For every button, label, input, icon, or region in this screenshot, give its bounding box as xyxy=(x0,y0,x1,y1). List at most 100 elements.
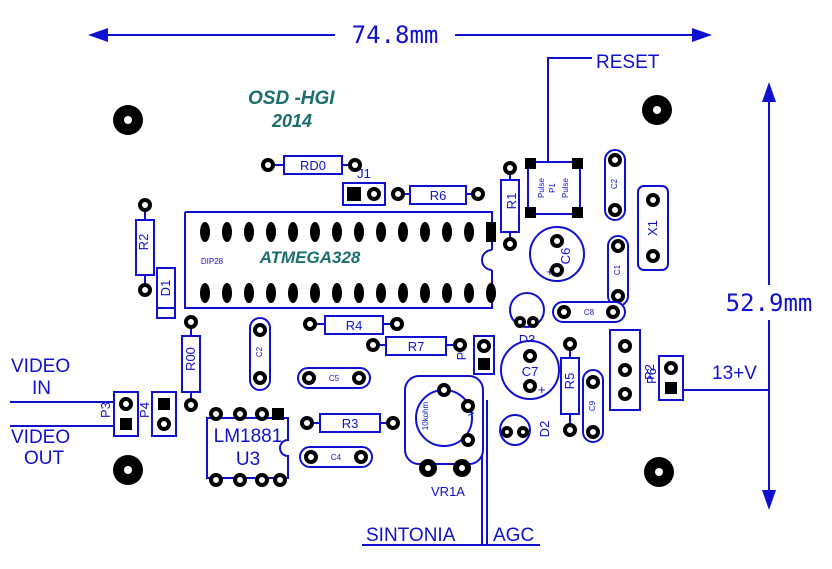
svg-text:IN: IN xyxy=(32,378,51,399)
svg-text:VIDEO: VIDEO xyxy=(11,427,70,448)
dip-pad xyxy=(266,222,276,242)
dip-pad xyxy=(398,222,408,242)
dip-pad xyxy=(310,283,320,303)
dip-pad xyxy=(354,222,364,242)
dip-pad xyxy=(376,222,386,242)
svg-text:R5: R5 xyxy=(562,373,577,390)
svg-text:Pulse: Pulse xyxy=(537,177,546,198)
ic-lm1881: LM1881 U3 xyxy=(206,407,289,487)
height-label: 52.9mm xyxy=(726,289,813,317)
svg-text:J1: J1 xyxy=(357,166,371,181)
jumper-j1: J1 xyxy=(342,166,386,206)
svg-text:R00: R00 xyxy=(183,347,198,371)
potentiometer-vr1a: 10kohm VR1 VR1A xyxy=(404,375,484,499)
svg-text:C8: C8 xyxy=(584,308,595,317)
video-io: VIDEO IN VIDEO OUT xyxy=(10,356,114,469)
header-p2: P2 xyxy=(609,329,657,411)
svg-text:P1: P1 xyxy=(548,183,557,193)
svg-text:U3: U3 xyxy=(236,449,260,470)
height-dimension: 52.9mm xyxy=(726,82,813,510)
svg-text:R4: R4 xyxy=(346,318,363,333)
resistor-r00: R00 xyxy=(181,315,201,412)
resistor-r2: R2 xyxy=(135,198,155,297)
project-title: OSD -HGI xyxy=(248,88,335,109)
diode-d2: D2 xyxy=(499,414,552,446)
svg-text:R6: R6 xyxy=(430,188,447,203)
capacitor-c8: C8 xyxy=(552,301,626,323)
svg-text:OUT: OUT xyxy=(24,448,65,469)
dip-pad xyxy=(244,222,254,242)
dip-pad xyxy=(486,283,496,303)
svg-text:R2: R2 xyxy=(136,234,151,251)
resistor-r5: R5 xyxy=(560,337,580,437)
dip-pad xyxy=(222,222,232,242)
capacitor-c6: C6 + xyxy=(529,226,585,282)
width-dimension: 74.8mm xyxy=(88,21,712,49)
diode-d3: D3 xyxy=(509,292,545,347)
dip-pad xyxy=(288,222,298,242)
width-label: 74.8mm xyxy=(352,21,439,49)
svg-text:P: P xyxy=(454,352,469,361)
dip-pad xyxy=(486,222,496,242)
dip-pad xyxy=(442,222,452,242)
svg-text:+: + xyxy=(546,264,554,279)
svg-text:P6: P6 xyxy=(644,368,659,384)
svg-text:C2: C2 xyxy=(610,178,619,189)
dip-pad xyxy=(222,283,232,303)
dip-pad xyxy=(442,283,452,303)
svg-text:VR1A: VR1A xyxy=(431,484,465,499)
svg-text:D2: D2 xyxy=(537,421,552,438)
resistor-rd0: RD0 xyxy=(261,155,362,175)
reset-label: RESET xyxy=(596,52,660,73)
svg-text:P4: P4 xyxy=(137,402,152,418)
sintonia-label: SINTONIA xyxy=(366,525,456,546)
capacitor-c4: C4 xyxy=(299,446,373,468)
dip-pad xyxy=(420,222,430,242)
dip-pad xyxy=(420,283,430,303)
pot-labels: SINTONIA AGC xyxy=(362,400,540,546)
dip-pad xyxy=(398,283,408,303)
svg-text:C5: C5 xyxy=(329,374,340,383)
svg-text:VIDEO: VIDEO xyxy=(11,356,70,377)
reset-pushbutton: Pulse P1 Pulse xyxy=(525,158,583,218)
capacitor-c1: C1 xyxy=(607,235,629,307)
ic-atmega328: ATMEGA328 DIP28 xyxy=(184,211,496,309)
header-p6: P6 xyxy=(644,355,684,401)
svg-text:10kohm: 10kohm xyxy=(421,401,430,430)
capacitor-c2-left: C2 xyxy=(249,317,271,391)
dip-pad xyxy=(310,222,320,242)
svg-text:R3: R3 xyxy=(342,416,359,431)
resistor-r7: R7 xyxy=(366,336,467,356)
capacitor-c9: C9 xyxy=(582,369,604,443)
dip-pad xyxy=(332,283,342,303)
chip-label: ATMEGA328 xyxy=(259,248,361,267)
svg-text:LM1881: LM1881 xyxy=(214,426,283,447)
power-label: 13+V xyxy=(712,363,757,384)
svg-text:C7: C7 xyxy=(522,364,539,379)
dip-pad xyxy=(464,283,474,303)
svg-text:C9: C9 xyxy=(588,400,597,411)
dip-pad xyxy=(332,222,342,242)
diode-d1: D1 xyxy=(156,267,176,319)
dip-pad xyxy=(376,283,386,303)
mounting-hole-icon xyxy=(113,95,674,487)
crystal-x1: X1 xyxy=(637,185,669,271)
capacitor-c5: C5 xyxy=(297,367,371,389)
project-year: 2014 xyxy=(271,111,312,131)
capacitor-c7: C7 + xyxy=(500,340,560,400)
svg-text:R1: R1 xyxy=(504,193,519,210)
svg-text:P3: P3 xyxy=(98,402,113,418)
resistor-r6: R6 xyxy=(391,185,485,205)
svg-text:C1: C1 xyxy=(613,264,622,275)
resistor-r3: R3 xyxy=(300,413,400,433)
svg-text:R7: R7 xyxy=(408,339,425,354)
svg-text:P2: P2 xyxy=(642,364,657,380)
dip-pad xyxy=(200,283,210,303)
resistor-r1: R1 xyxy=(500,161,520,251)
svg-text:Pulse: Pulse xyxy=(561,177,570,198)
dip-pad xyxy=(464,222,474,242)
dip-pad xyxy=(354,283,364,303)
svg-text:DIP28: DIP28 xyxy=(201,257,224,266)
header-p: P xyxy=(454,335,495,375)
